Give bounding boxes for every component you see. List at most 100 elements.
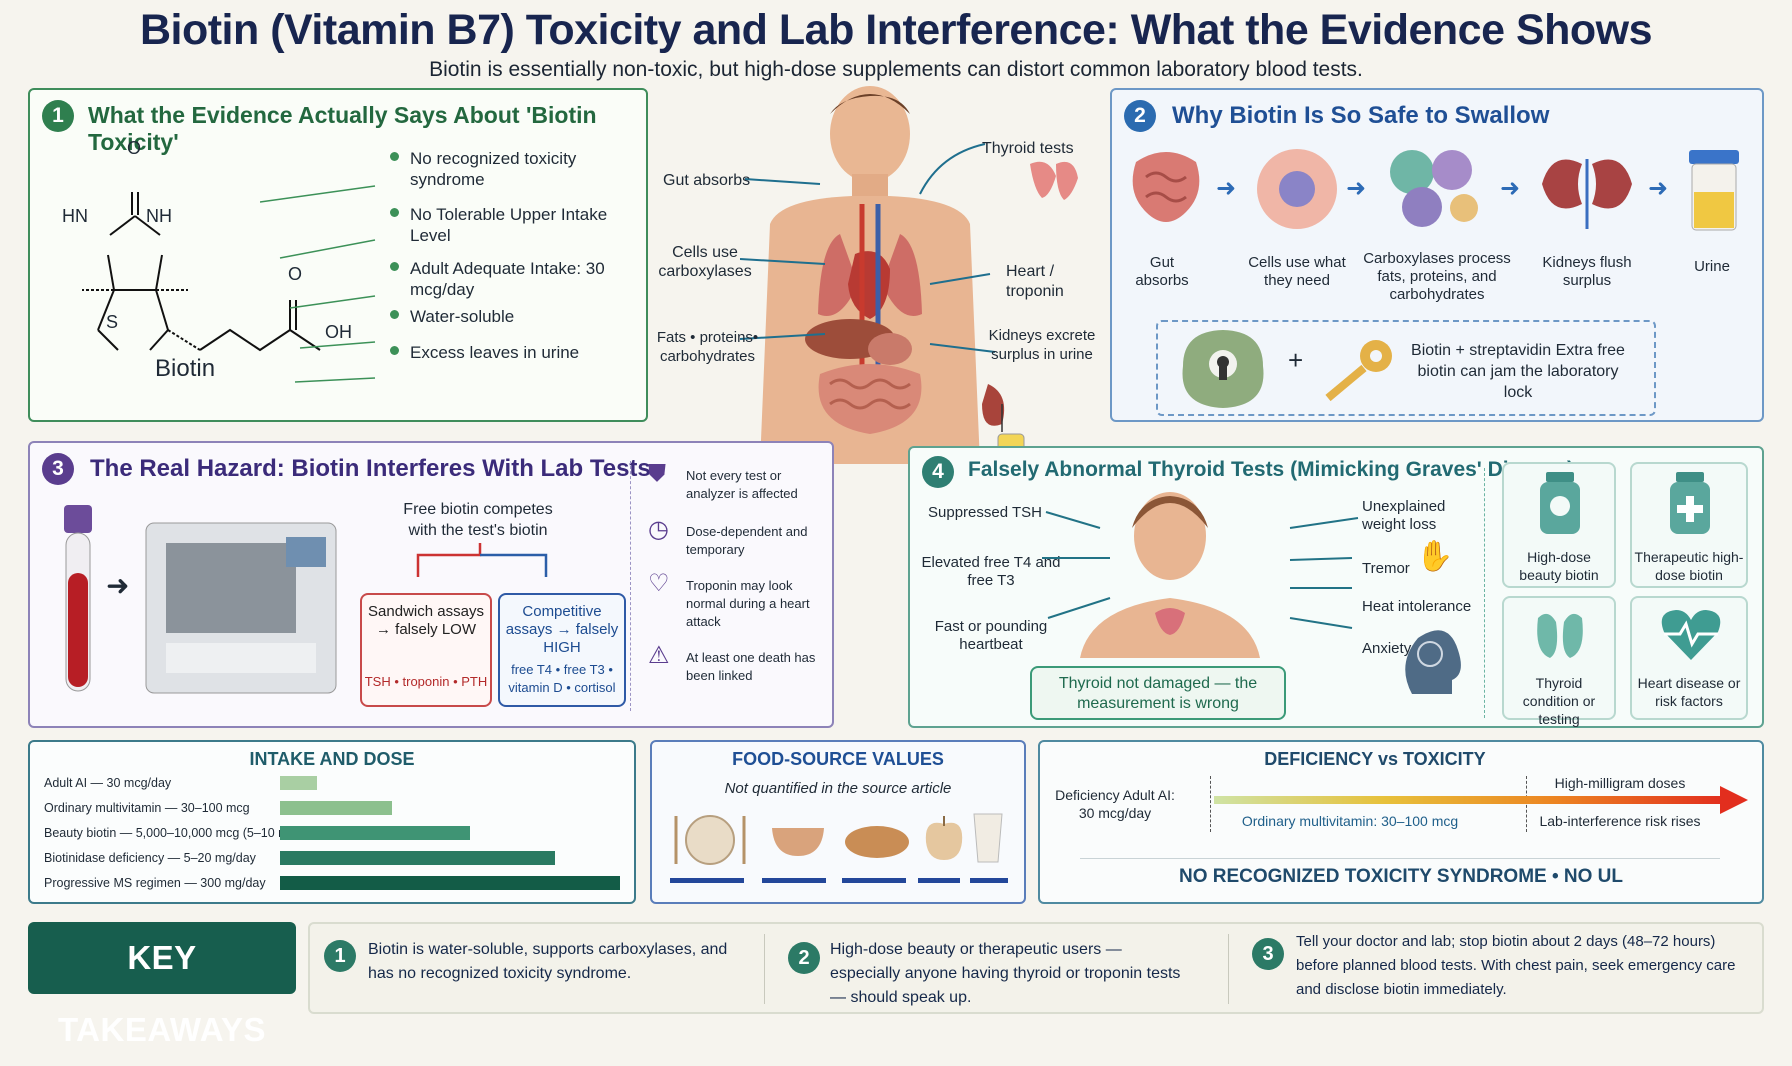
symptom: Unexplained weight loss bbox=[1362, 498, 1446, 533]
plate-cutlery-icon bbox=[674, 815, 746, 865]
food-title: FOOD-SOURCE VALUES bbox=[732, 749, 944, 769]
finding-arrows bbox=[1042, 511, 1359, 629]
arrow-icon: ➜ bbox=[1216, 175, 1237, 202]
hand-tremor-icon: ✋ bbox=[1416, 540, 1454, 573]
sandwich-assay-box: Sandwich assays → falsely LOW TSH • trop… bbox=[360, 593, 492, 707]
evidence-point: Adult Adequate Intake: 30 mcg/day bbox=[410, 259, 605, 299]
blood-tube-icon bbox=[64, 505, 92, 692]
step-label: Carboxylases process fats, proteins, and… bbox=[1363, 250, 1511, 303]
lock-icon bbox=[1182, 330, 1264, 408]
divider bbox=[764, 934, 765, 1004]
divider bbox=[970, 878, 1008, 883]
body-label: Thyroid tests bbox=[982, 140, 1074, 157]
dose-bar bbox=[280, 851, 555, 865]
milk-glass-icon bbox=[973, 813, 1003, 863]
risk-group-card: Therapeutic high-dose biotin bbox=[1630, 462, 1748, 588]
shield-icon: ⛊ bbox=[648, 460, 666, 487]
dose-row-label: Beauty biotin — 5,000–10,000 mcg (5–10 m… bbox=[44, 826, 300, 840]
bullet bbox=[390, 262, 399, 271]
competitive-assay-box: Competitive assays → falsely HIGH free T… bbox=[498, 593, 626, 707]
hazard-note: Dose-dependent and temporary bbox=[686, 524, 808, 557]
panel-title: What the Evidence Actually Says About 'B… bbox=[88, 102, 597, 155]
takeaway-text: Biotin is water-soluble, supports carbox… bbox=[368, 941, 728, 982]
hazard-note: Not every test or analyzer is affected bbox=[686, 468, 798, 501]
supplement-bottle-icon bbox=[1540, 472, 1580, 534]
evidence-point: Water-soluble bbox=[410, 307, 515, 326]
split-arrows bbox=[416, 543, 548, 577]
deficiency-toxicity-panel: DEFICIENCY vs TOXICITY Deficiency Adult … bbox=[1038, 740, 1764, 904]
risk-group-label: High-dose beauty biotin bbox=[1519, 549, 1599, 583]
bullet bbox=[390, 152, 399, 161]
dose-row-label: Biotinidase deficiency — 5–20 mg/day bbox=[44, 851, 256, 865]
takeaway-number: 2 bbox=[788, 942, 820, 974]
arrow-icon: ➜ bbox=[1648, 175, 1669, 202]
takeaway-number: 3 bbox=[1252, 938, 1284, 970]
deficiency-label: Deficiency Adult AI: 30 mcg/day bbox=[1055, 787, 1175, 821]
step-label: Urine bbox=[1694, 258, 1730, 275]
divider bbox=[918, 878, 960, 883]
biotin-structure-icon bbox=[82, 192, 321, 352]
high-dose-label: High-milligram doses bbox=[1554, 775, 1686, 791]
arrow-icon: ➜ bbox=[1500, 175, 1521, 202]
bread-icon bbox=[845, 826, 909, 858]
body-label: Heart / troponin bbox=[1006, 263, 1064, 300]
medicine-bottle-icon bbox=[1670, 472, 1710, 534]
lab-analyzer-icon bbox=[145, 522, 337, 694]
dose-gradient-bar bbox=[1214, 796, 1724, 804]
panel-evidence: 1 What the Evidence Actually Says About … bbox=[28, 88, 648, 422]
panel-number: 4 bbox=[922, 456, 954, 488]
panel-title: Why Biotin Is So Safe to Swallow bbox=[1172, 102, 1550, 129]
risk-group-card: Thyroid condition or testing bbox=[1502, 596, 1616, 727]
divider bbox=[1210, 776, 1211, 832]
bullet bbox=[390, 346, 399, 355]
intake-title: INTAKE AND DOSE bbox=[249, 749, 415, 769]
evidence-point: No recognized toxicity syndrome bbox=[410, 149, 577, 189]
molecule-name: Biotin bbox=[155, 355, 216, 382]
divider bbox=[1484, 468, 1485, 718]
carbonyl-oxygen-label: O bbox=[288, 264, 303, 284]
dose-bar bbox=[280, 776, 317, 790]
lab-finding: Suppressed TSH bbox=[928, 504, 1042, 521]
verdict-box: Thyroid not damaged — the measurement is… bbox=[1030, 666, 1286, 720]
multivitamin-label: Ordinary multivitamin: 30–100 mcg bbox=[1241, 813, 1459, 829]
warning-icon: ⚠ bbox=[648, 642, 670, 669]
cell-icon bbox=[1257, 149, 1337, 229]
body-label: Kidneys excrete surplus in urine bbox=[988, 327, 1096, 363]
divider bbox=[1080, 858, 1720, 859]
enzyme-icon bbox=[1390, 150, 1478, 227]
food-source-panel: FOOD-SOURCE VALUES Not quantified in the… bbox=[650, 740, 1026, 904]
panel-title: Falsely Abnormal Thyroid Tests (Mimickin… bbox=[968, 458, 1575, 481]
hazard-note: At least one death has been linked bbox=[686, 650, 816, 683]
body-label: Gut absorbs bbox=[663, 172, 751, 189]
body-label: Fats • proteins• carbohydrates bbox=[656, 329, 759, 365]
key-takeaways-title: KEY TAKEAWAYS bbox=[28, 922, 296, 1048]
divider bbox=[1526, 776, 1527, 832]
food-note: Not quantified in the source article bbox=[724, 780, 952, 797]
body-label: Cells use carboxylases bbox=[658, 244, 752, 280]
risk-group-card: Heart disease or risk factors bbox=[1630, 596, 1748, 720]
human-anatomy-icon bbox=[740, 86, 1078, 465]
evidence-point: No Tolerable Upper Intake Level bbox=[410, 205, 608, 245]
hazard-note: Troponin may look normal during a heart … bbox=[686, 578, 810, 629]
divider bbox=[1228, 934, 1229, 1004]
takeaways-bar: 1 Biotin is water-soluble, supports carb… bbox=[308, 922, 1764, 1014]
step-label: Cells use what they need bbox=[1248, 254, 1346, 289]
symptom: Heat intolerance bbox=[1362, 598, 1472, 615]
takeaway-number: 1 bbox=[324, 940, 356, 972]
divider bbox=[762, 878, 826, 883]
symptom: Anxiety bbox=[1362, 640, 1412, 657]
panel-lab-hazard: 3 The Real Hazard: Biotin Interferes Wit… bbox=[28, 441, 834, 728]
panel-thyroid: 4 Falsely Abnormal Thyroid Tests (Mimick… bbox=[908, 446, 1764, 728]
bowl-icon bbox=[772, 828, 824, 856]
apple-icon bbox=[925, 816, 963, 860]
competitive-title: Competitive assays → falsely HIGH bbox=[505, 603, 619, 656]
page-subtitle: Biotin is essentially non-toxic, but hig… bbox=[429, 58, 1363, 81]
evidence-point: Excess leaves in urine bbox=[410, 343, 580, 362]
panel-number: 1 bbox=[42, 100, 74, 132]
sandwich-tests: TSH • troponin • PTH bbox=[364, 674, 488, 689]
key-icon bbox=[1325, 340, 1392, 402]
arrow-head-icon bbox=[1720, 786, 1748, 814]
lock-caption: Biotin + streptavidin Extra free biotin … bbox=[1411, 342, 1625, 401]
sandwich-title: Sandwich assays → falsely LOW bbox=[368, 603, 484, 638]
gut-icon bbox=[1132, 152, 1200, 222]
